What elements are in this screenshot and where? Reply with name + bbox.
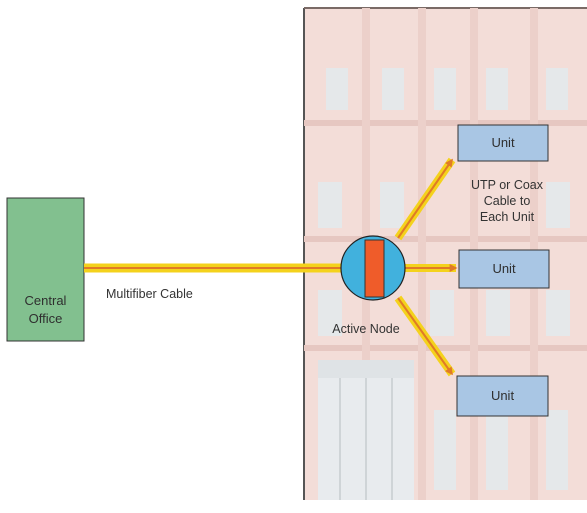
active-node-label: Active Node xyxy=(332,322,400,336)
unit-label-top: Unit xyxy=(491,135,515,150)
branch-cable-label: UTP or Coax Cable to Each Unit xyxy=(452,177,562,225)
central-office-label: Central Office xyxy=(7,292,84,328)
unit-box-bottom xyxy=(456,375,549,417)
central-office-label-line1: Central xyxy=(24,293,67,308)
branch-cable-top xyxy=(394,157,456,241)
unit-box-middle xyxy=(458,249,550,289)
branch-cable-label-line1: UTP or Coax xyxy=(470,178,543,192)
unit-label-bottom: Unit xyxy=(490,388,515,403)
branch-cable-label-line2: Cable to xyxy=(483,194,531,208)
unit-label-middle: Unit xyxy=(492,261,516,276)
active-node-device xyxy=(364,239,385,298)
branch-cable-label-line3: Each Unit xyxy=(479,210,535,224)
central-office-label-line2: Office xyxy=(28,311,63,326)
branch-cable-bottom xyxy=(394,295,456,377)
multifiber-cable-label: Multifiber Cable xyxy=(106,287,193,301)
unit-box-top xyxy=(457,124,549,162)
central-office-box xyxy=(6,197,85,342)
